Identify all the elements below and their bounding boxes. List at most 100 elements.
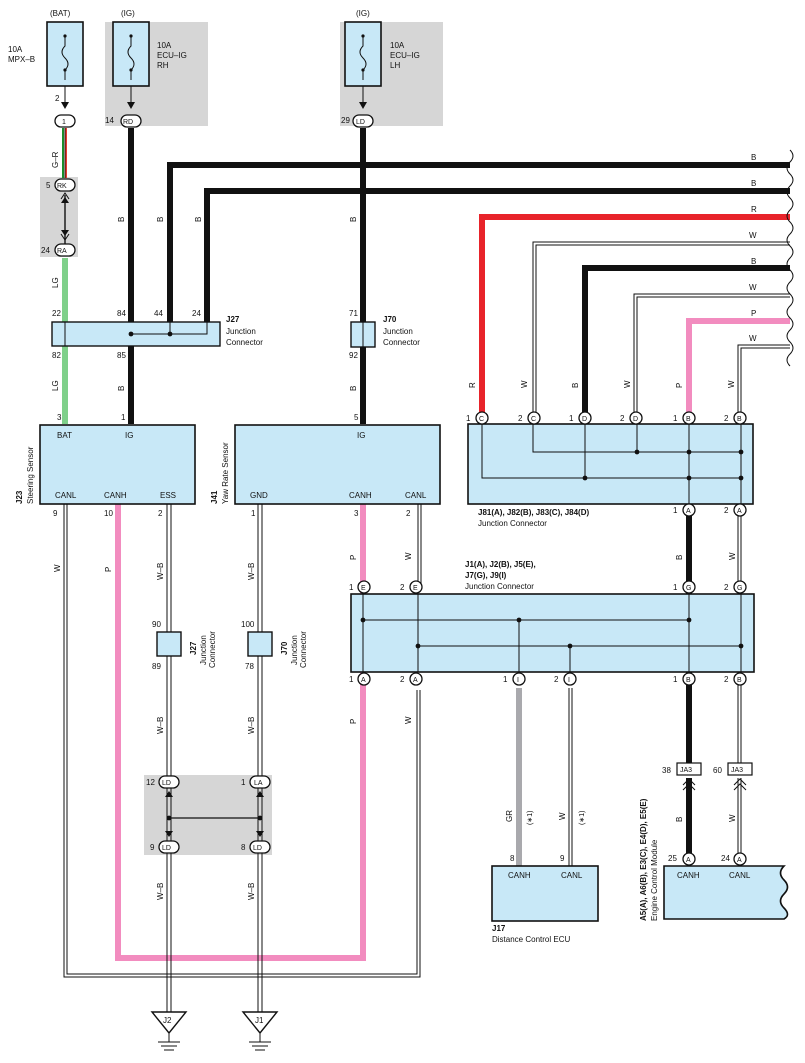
pin-label: 3 <box>354 509 359 518</box>
component-code: J17 <box>492 924 506 933</box>
fuse-name: ECU–IG <box>390 51 420 60</box>
pin-label: 5 <box>46 181 51 190</box>
pin-label: 12 <box>146 778 155 787</box>
fuse-ecu-ig-rh: (IG) 10A ECU–IG RH <box>105 9 208 126</box>
pin-label: 2 <box>400 675 405 684</box>
pin-label: 5 <box>354 413 359 422</box>
pin-label: 2 <box>406 509 411 518</box>
ground-j2: J2 <box>150 1011 188 1051</box>
pin-id: LD <box>356 119 365 126</box>
terminal-label: BAT <box>57 431 72 440</box>
ground-label: J2 <box>163 1016 172 1025</box>
component-name: Steering Sensor <box>26 446 35 504</box>
terminal-label: CANL <box>55 491 77 500</box>
fuse-source: (IG) <box>356 9 370 18</box>
engine-control-module: CANH CANL A5(A), A6(B), E3(C), E4(D), E5… <box>639 798 789 921</box>
wire-p-loop <box>115 504 366 961</box>
pin-id: RK <box>57 183 67 190</box>
wire-b-top-2 <box>204 188 790 322</box>
pin-label: 92 <box>349 351 358 360</box>
component-name-2: Connector <box>226 338 263 347</box>
component-name: Junction <box>383 327 413 336</box>
pin-label: 1 <box>673 506 678 515</box>
wire-label: LG <box>51 277 60 288</box>
wire-label: W–B <box>247 563 256 580</box>
wire-label: B <box>156 217 165 222</box>
pin-id: C <box>531 416 536 423</box>
fuse-source: (IG) <box>121 9 135 18</box>
pin-label: 82 <box>52 351 61 360</box>
component-code: J27 <box>189 641 198 655</box>
pin-label: 90 <box>152 620 161 629</box>
wire-label: B <box>117 386 126 391</box>
wire-label: P <box>349 719 358 724</box>
pin-label: 2 <box>400 583 405 592</box>
wire-label: W <box>404 716 413 724</box>
pin-label: 78 <box>245 662 254 671</box>
wire-label: B <box>751 257 756 266</box>
wire-r <box>479 214 790 424</box>
pin-id: B <box>686 416 691 423</box>
terminal-label: CANH <box>104 491 127 500</box>
fuse-amps: 10A <box>8 45 23 54</box>
pin-id: B <box>737 416 742 423</box>
component-code: J70 <box>383 315 397 324</box>
pin-label: 10 <box>104 509 113 518</box>
terminal-label: CANL <box>729 871 751 880</box>
wire-label: W–B <box>156 717 165 734</box>
wire-label: W <box>728 552 737 560</box>
wire-note: (∗1) <box>579 811 586 825</box>
wire-label: W <box>558 812 567 820</box>
pin-label: 71 <box>349 309 358 318</box>
pin-label: 1 <box>569 414 574 423</box>
wire-label: B <box>751 153 756 162</box>
wire-label: P <box>675 383 684 388</box>
j70-junction-connector-top: J70 Junction Connector <box>350 315 420 348</box>
pin-label: 1 <box>349 675 354 684</box>
component-code-2: J7(G), J9(I) <box>465 571 507 580</box>
pin-label: 1 <box>121 413 126 422</box>
pin-label: 3 <box>57 413 62 422</box>
junction-connector-j81-j84: J81(A), J82(B), J83(C), J84(D) Junction … <box>467 423 754 528</box>
pin-id: D <box>582 416 587 423</box>
wire-label: R <box>751 205 757 214</box>
wire-label: W–B <box>156 563 165 580</box>
terminal-label: CANH <box>677 871 700 880</box>
wire-label: W <box>623 380 632 388</box>
pin-label: 1 <box>241 778 246 787</box>
wire-label: B <box>349 386 358 391</box>
pin-label: 1 <box>503 675 508 684</box>
pin-id: LD <box>162 780 171 787</box>
wire-label: B <box>194 217 203 222</box>
pin-label: 2 <box>724 675 729 684</box>
wire-g-r <box>62 128 67 178</box>
pin-label: 1 <box>466 414 471 423</box>
pin-label: 60 <box>713 766 722 775</box>
wire-label: B <box>571 383 580 388</box>
pin-label: 2 <box>554 675 559 684</box>
fuse-amps: 10A <box>157 41 172 50</box>
pin-id: G <box>737 585 742 592</box>
component-name: Junction Connector <box>465 582 534 591</box>
component-name-2: Connector <box>208 631 217 668</box>
terminal-label: IG <box>357 431 365 440</box>
pin-label: 8 <box>241 843 246 852</box>
wire-label: W–B <box>156 883 165 900</box>
wire-label: B <box>117 217 126 222</box>
fuse-ecu-ig-lh: (IG) 10A ECU–IG LH <box>340 9 443 126</box>
wire-label: W <box>520 380 529 388</box>
pin-label: 2 <box>724 414 729 423</box>
pin-label: 2 <box>55 94 60 103</box>
wire-w-2 <box>633 293 790 424</box>
component-code: J1(A), J2(B), J5(E), <box>465 560 536 569</box>
pin-label: 2 <box>724 583 729 592</box>
pin-label: 29 <box>341 116 350 125</box>
component-name: Distance Control ECU <box>492 935 570 944</box>
wire-label: W <box>53 564 62 572</box>
pin-label: 1 <box>349 583 354 592</box>
connector-code: JA3 <box>680 767 692 774</box>
terminal-label: CANH <box>508 871 531 880</box>
pin-id: RA <box>57 248 67 255</box>
wire-w-1 <box>532 241 790 424</box>
